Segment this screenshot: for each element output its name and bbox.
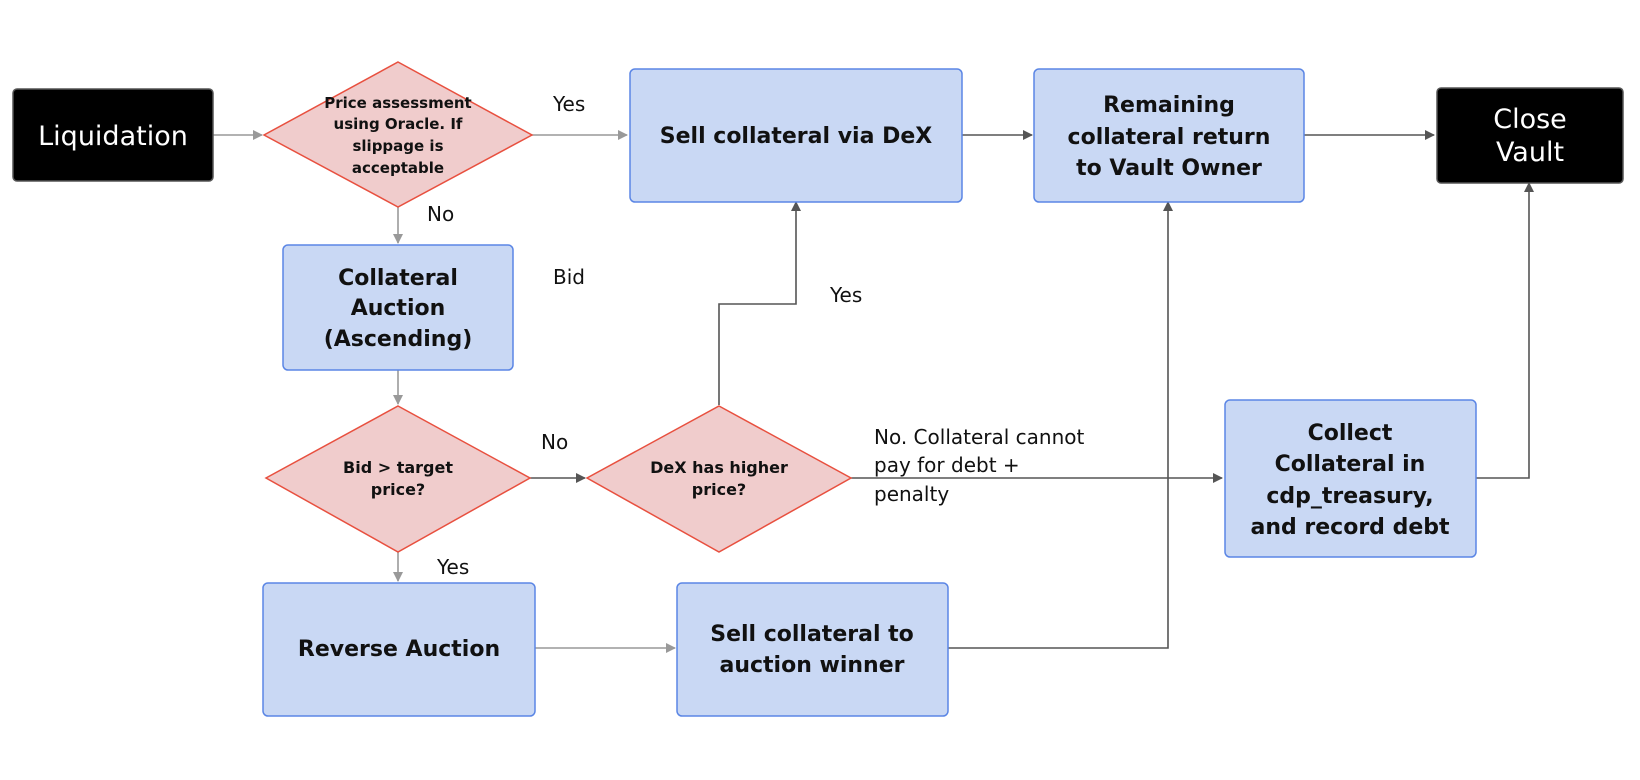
collect-collateral-node: Collect Collateral in cdp_treasury, and … — [1224, 399, 1477, 558]
close-vault-line-1: Close — [1493, 104, 1567, 135]
price-assessment-line-3: slippage is — [352, 137, 443, 155]
bid-no-label: No — [541, 430, 568, 454]
edge-collect-to-close — [1476, 182, 1534, 479]
price-assessment-decision: Price assessment using Oracle. If slippa… — [262, 61, 534, 208]
collateral-auction-line-3: (Ascending) — [324, 327, 473, 352]
collect-collateral-line-4: and record debt — [1250, 515, 1450, 540]
bid-label: Bid — [553, 265, 585, 289]
liquidation-label: Liquidation — [38, 121, 188, 152]
dex-higher-decision: DeX has higher price? — [585, 405, 853, 553]
close-vault-node: Close Vault — [1436, 87, 1624, 184]
price-assessment-line-4: acceptable — [352, 159, 444, 177]
dex-no-label-line-3: penalty — [874, 482, 949, 506]
remaining-return-node: Remaining collateral return to Vault Own… — [1033, 68, 1305, 203]
dex-higher-line-2: price? — [692, 480, 746, 499]
sell-to-winner-line-1: Sell collateral to — [710, 622, 914, 647]
dex-no-label-line-2: pay for debt + — [874, 453, 1020, 477]
bid-yes-label: Yes — [436, 555, 469, 579]
reverse-auction-label: Reverse Auction — [298, 637, 500, 662]
bid-target-line-2: price? — [371, 480, 425, 499]
collect-collateral-line-2: Collateral in — [1275, 452, 1426, 477]
collateral-auction-line-1: Collateral — [338, 266, 458, 291]
price-assessment-line-2: using Oracle. If — [334, 115, 463, 133]
liquidation-node: Liquidation — [12, 88, 214, 182]
collect-collateral-line-1: Collect — [1308, 421, 1393, 446]
sell-via-dex-label: Sell collateral via DeX — [660, 124, 932, 149]
remaining-return-line-1: Remaining — [1103, 93, 1235, 118]
price-assessment-line-1: Price assessment — [324, 94, 471, 112]
edge-dex-yes-to-sell-dex — [718, 201, 801, 405]
price-yes-label: Yes — [552, 92, 585, 116]
bid-target-line-1: Bid > target — [343, 458, 453, 477]
sell-via-dex-node: Sell collateral via DeX — [629, 68, 963, 203]
close-vault-line-2: Vault — [1496, 137, 1564, 168]
sell-to-winner-node: Sell collateral to auction winner — [676, 582, 949, 717]
collect-collateral-line-3: cdp_treasury, — [1266, 484, 1433, 509]
remaining-return-line-2: collateral return — [1068, 125, 1271, 150]
bid-target-decision: Bid > target price? — [264, 405, 532, 553]
edge-labels: Yes No Bid Yes No Yes No. Collateral can… — [427, 92, 1085, 579]
reverse-auction-node: Reverse Auction — [262, 582, 536, 717]
collateral-auction-line-2: Auction — [351, 296, 446, 321]
edges — [213, 130, 1534, 653]
collateral-auction-node: Collateral Auction (Ascending) — [282, 244, 514, 371]
price-no-label: No — [427, 202, 454, 226]
dex-yes-label: Yes — [829, 283, 862, 307]
dex-no-label-line-1: No. Collateral cannot — [874, 425, 1085, 449]
remaining-return-line-3: to Vault Owner — [1076, 156, 1262, 181]
sell-to-winner-line-2: auction winner — [719, 653, 904, 678]
dex-higher-line-1: DeX has higher — [650, 458, 788, 477]
edge-sell-winner-to-remaining — [948, 201, 1173, 649]
